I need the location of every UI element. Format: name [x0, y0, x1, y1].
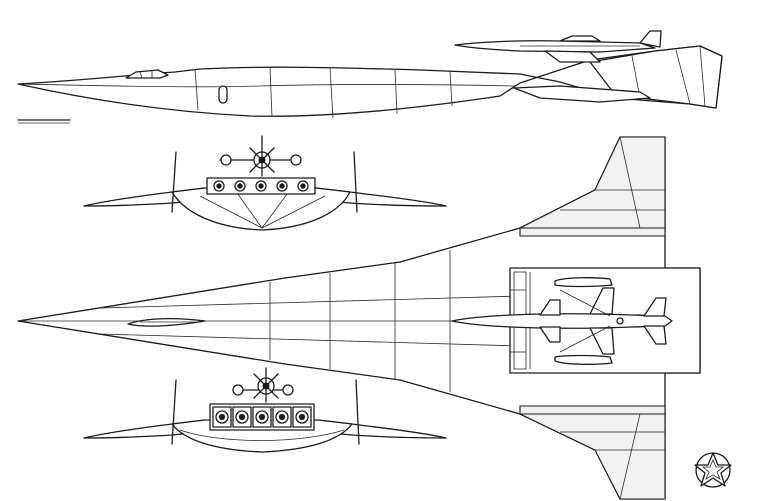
side-engine-pod: [513, 85, 651, 103]
front-missile-pod-left: [220, 154, 232, 166]
front-wing-left-lower: [83, 199, 206, 207]
plan-missile-hub: [616, 317, 624, 325]
side-tail-lines: [631, 45, 706, 107]
plan-missile-tail-top: [643, 297, 667, 317]
front-missile-nose: [258, 156, 266, 164]
rear-fin-right: [355, 379, 360, 445]
side-nose-line: [17, 83, 516, 88]
plan-missile-tail-bottom: [643, 325, 667, 345]
rear-missile-nozzle: [262, 382, 270, 390]
front-wing-right-lower: [315, 199, 447, 207]
front-missile-pod-right: [290, 154, 302, 166]
rear-wing-left: [83, 419, 206, 439]
front-missile-fins: [249, 135, 275, 177]
emblem-star: [694, 452, 732, 487]
front-body-lines: [199, 189, 326, 229]
plan-lower-wing: [519, 413, 666, 500]
plan-engine-pod-bottom: [554, 354, 613, 365]
rear-missile-pod-left: [232, 384, 244, 396]
rear-missile-pod-right: [282, 384, 294, 396]
plan-missile-wing-top: [589, 287, 615, 315]
plan-view: [17, 136, 701, 500]
plan-upper-wing-lines: [560, 136, 665, 229]
plan-upper-strip: [519, 227, 666, 237]
rear-nozzles: [212, 406, 312, 428]
front-body: [171, 187, 351, 231]
plan-engine-pod-top: [554, 277, 613, 288]
side-panel-lines: [194, 66, 453, 119]
side-canopy: [125, 69, 169, 79]
plan-missile-canard-top: [539, 299, 561, 316]
plan-panel-lines: [99, 250, 521, 392]
plan-missile-wing-bottom: [589, 327, 615, 355]
side-missile-fin: [639, 30, 662, 48]
plan-lower-strip: [519, 405, 666, 415]
rear-wing-right-lower: [317, 431, 447, 439]
rear-wing-right: [317, 419, 447, 439]
front-fin-right: [353, 151, 358, 213]
side-canopy-frame: [139, 70, 153, 79]
front-wing-left: [83, 187, 206, 207]
side-missile-wing: [559, 35, 601, 42]
rear-body-line: [179, 429, 345, 441]
plan-lower-wing-lines: [560, 413, 665, 500]
plan-missile-canard-bottom: [539, 326, 561, 343]
side-view: [17, 30, 723, 124]
front-fin-left: [171, 151, 177, 213]
plan-upper-wing: [519, 136, 666, 229]
front-intakes: [213, 180, 309, 192]
front-wing-right: [315, 187, 447, 207]
red-star-emblem: [694, 452, 732, 488]
side-missile-pylon: [544, 50, 601, 63]
side-hatch: [218, 85, 228, 104]
plan-missile-pylons: [559, 289, 611, 353]
emblem-star-inner: [701, 458, 725, 480]
plan-missile-body: [451, 313, 673, 329]
rear-fin-left: [171, 379, 177, 445]
front-view: [83, 135, 447, 231]
rear-view: [83, 367, 447, 453]
rear-wing-left-lower: [83, 431, 206, 439]
